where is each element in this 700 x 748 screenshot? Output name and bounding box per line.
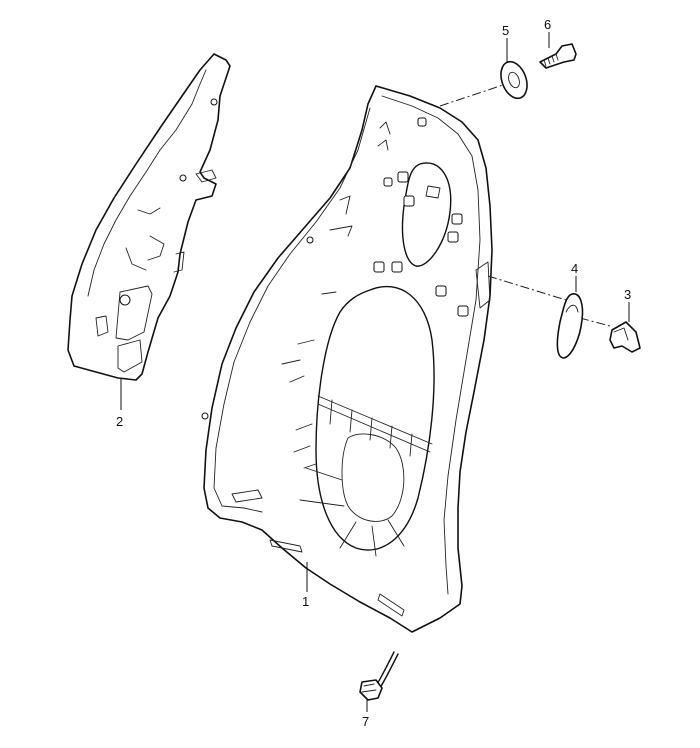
callout-3: 3 <box>624 287 631 302</box>
clip <box>609 321 641 353</box>
cap <box>556 293 584 359</box>
cable-clip <box>359 651 399 701</box>
callout-1: 1 <box>302 594 309 609</box>
assembly-line-upper <box>439 83 507 107</box>
seat-backrest-shell <box>201 85 493 633</box>
callout-7: 7 <box>362 714 369 729</box>
screw <box>539 43 577 69</box>
assembly-line-middle <box>487 275 567 301</box>
callout-5: 5 <box>502 23 509 38</box>
callout-2: 2 <box>116 414 123 429</box>
washer <box>500 60 528 100</box>
bosses <box>373 117 469 317</box>
callout-4: 4 <box>571 261 578 276</box>
callout-6: 6 <box>544 17 551 32</box>
assembly-line-right <box>579 317 611 327</box>
side-trim-panel <box>67 53 231 381</box>
